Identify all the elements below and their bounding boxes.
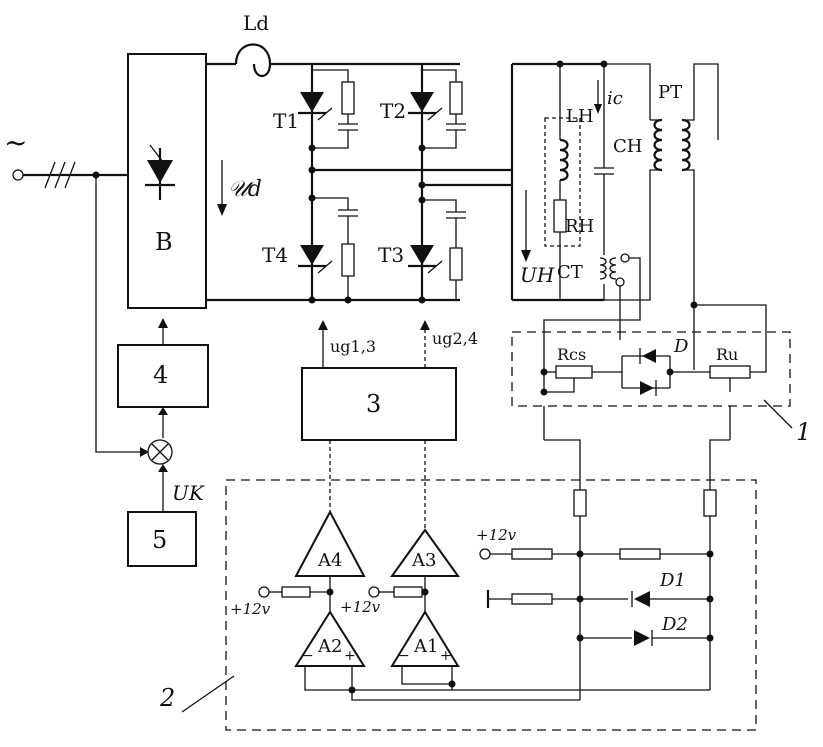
svg-text:+: +: [344, 648, 356, 664]
supply-left-a1-label: +12v: [340, 598, 381, 616]
load-capacitor-label: CH: [613, 136, 642, 157]
t3-label: T3: [378, 243, 404, 267]
amp-a1-label: A1: [413, 636, 438, 657]
voltage-uk-label: UK: [172, 481, 205, 505]
inverter-bridge: T1 T2 T4: [262, 64, 512, 304]
voltage-ud: 𝒰d: [217, 160, 262, 216]
inductor-ld-label: Ld: [243, 11, 269, 35]
resistor-ru-label: Ru: [716, 345, 738, 364]
rectifier-block: B: [127, 53, 207, 309]
voltage-ud-label: 𝒰d: [228, 177, 262, 202]
thyristor-t1: T1: [273, 92, 333, 133]
module-2-label: 2: [159, 684, 175, 712]
amp-a3-label: A3: [411, 550, 436, 571]
potential-transformer: PT: [604, 63, 767, 370]
amp-a1: A1 − +: [390, 610, 460, 667]
amp-a3: A3: [390, 528, 460, 612]
mixer-feed-wire: [95, 175, 140, 453]
current-transformer-label: CT: [557, 262, 583, 283]
t1-label: T1: [273, 109, 299, 133]
module-1: Rcs D Ru 1: [511, 330, 811, 446]
thyristor-t2: T2: [380, 92, 443, 123]
thyristor-t3: T3: [378, 243, 443, 274]
block-4: 4: [117, 318, 209, 438]
amp-a2: A2 − +: [294, 610, 366, 667]
module-1-label: 1: [796, 418, 811, 446]
amp-a4-label: A4: [317, 550, 342, 571]
current-ic-label: ic: [607, 88, 623, 109]
svg-text:+: +: [440, 648, 452, 664]
amp-a4: A4: [294, 509, 366, 612]
block-4-label: 4: [153, 361, 168, 389]
svg-text:−: −: [398, 648, 410, 664]
potential-transformer-label: PT: [658, 82, 682, 103]
supply-left-a2-label: +12v: [230, 600, 271, 618]
thyristor-t4: T4: [262, 243, 333, 274]
inductor-ld: Ld: [206, 11, 460, 78]
gate-signal-13-label: ug1,3: [330, 337, 376, 356]
diode-d-label: D: [673, 336, 689, 357]
diode-d2-label: D2: [661, 614, 688, 635]
ac-source-label: ~: [4, 126, 27, 159]
rectifier-label: B: [155, 228, 173, 256]
block-5-label: 5: [152, 526, 167, 554]
amp-a2-label: A2: [317, 636, 342, 657]
gate-signal-24-label: ug2,4: [432, 329, 478, 348]
load-inductor-label: LH: [566, 106, 594, 127]
supply-right-label: +12v: [476, 526, 517, 544]
t4-label: T4: [262, 243, 288, 267]
svg-text:−: −: [302, 648, 314, 664]
diode-d1-label: D1: [659, 570, 686, 591]
module-2: 2 A4 A3 A2 − + A1 − +: [159, 406, 757, 731]
block-5: 5 UK: [127, 464, 205, 567]
block-3-label: 3: [366, 390, 381, 418]
ac-source: ~: [4, 126, 128, 189]
resistor-rcs-label: Rcs: [557, 345, 586, 364]
block-3: 3 ug1,3 ug2,4: [301, 320, 478, 530]
load-circuit: LH RH UH CH ic CT: [510, 60, 642, 372]
mixer: [147, 439, 173, 465]
voltage-uh-label: UH: [520, 263, 555, 287]
t2-label: T2: [380, 99, 406, 123]
